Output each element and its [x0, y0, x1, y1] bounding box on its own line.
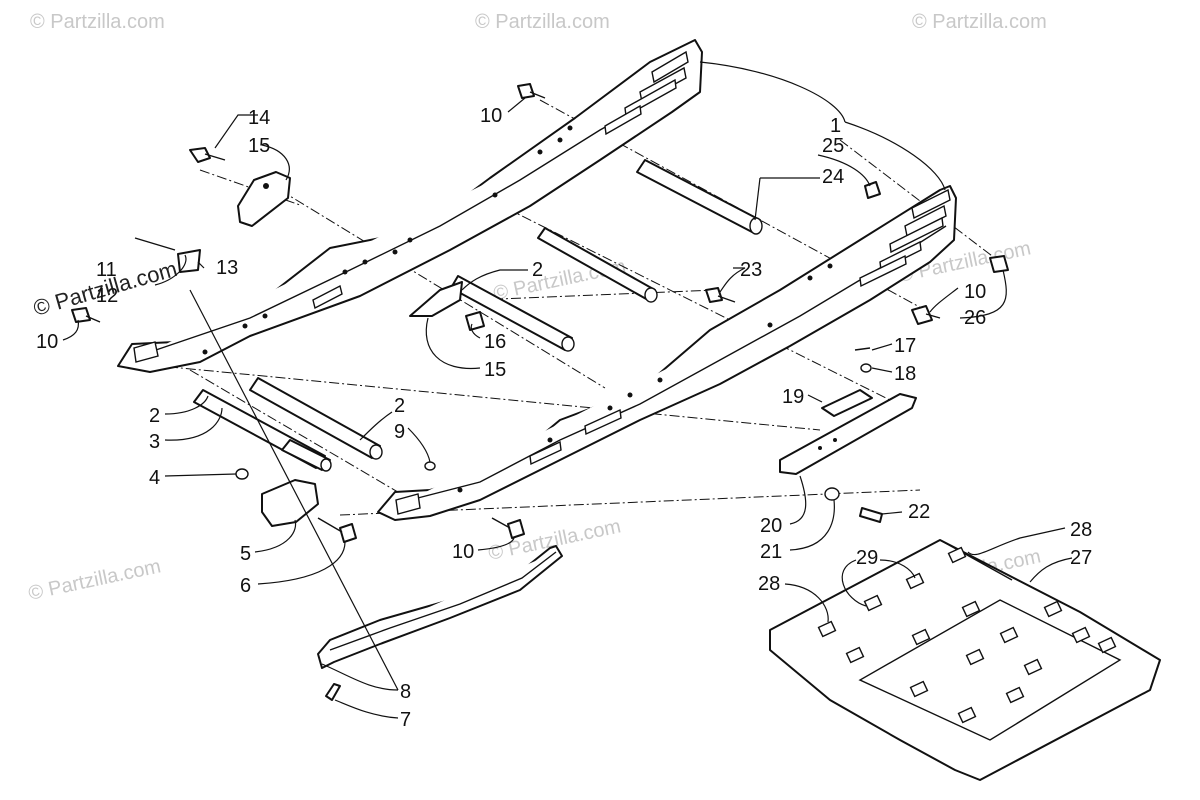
callout-14: 14 — [248, 107, 270, 129]
callout-20: 20 — [760, 515, 782, 537]
callout-2: 2 — [394, 395, 405, 417]
watermark-text: © Partzilla.com — [26, 555, 162, 605]
callout-15: 15 — [248, 135, 270, 157]
callout-25: 25 — [822, 135, 844, 157]
watermark-text: © Partzilla.com — [30, 11, 165, 33]
callout-12: 12 — [96, 285, 118, 307]
leader-lines — [62, 61, 1073, 719]
callout-2: 2 — [149, 405, 160, 427]
watermark-text: © Partzilla.com — [912, 11, 1047, 33]
callout-28: 28 — [758, 573, 780, 595]
callout-18: 18 — [894, 363, 916, 385]
right-slide-rail — [377, 185, 957, 521]
callout-10: 10 — [36, 331, 58, 353]
callout-28: 28 — [1070, 519, 1092, 541]
track — [769, 539, 1161, 781]
callout-labels: 1 25 24 10 14 15 11 12 13 10 2 23 10 26 … — [36, 105, 1092, 731]
callout-16: 16 — [484, 331, 506, 353]
callout-10: 10 — [452, 541, 474, 563]
callout-7: 7 — [400, 709, 411, 731]
callout-21: 21 — [760, 541, 782, 563]
callout-19: 19 — [782, 386, 804, 408]
callout-3: 3 — [149, 431, 160, 453]
callout-10: 10 — [480, 105, 502, 127]
callout-23: 23 — [740, 259, 762, 281]
cross-shafts — [193, 159, 763, 472]
callout-8: 8 — [400, 681, 411, 703]
callout-13: 13 — [216, 257, 238, 279]
callout-24: 24 — [822, 166, 844, 188]
callout-26: 26 — [964, 307, 986, 329]
callout-1: 1 — [830, 115, 841, 137]
rear-bracket — [779, 389, 917, 475]
callout-5: 5 — [240, 543, 251, 565]
callout-10: 10 — [964, 281, 986, 303]
left-slide-rail — [117, 39, 703, 373]
watermark-text: © Partzilla.com — [475, 11, 610, 33]
track-clips — [817, 546, 1117, 724]
callout-6: 6 — [240, 575, 251, 597]
callout-29: 29 — [856, 547, 878, 569]
callout-15: 15 — [484, 359, 506, 381]
callout-9: 9 — [394, 421, 405, 443]
callout-27: 27 — [1070, 547, 1092, 569]
callout-4: 4 — [149, 467, 160, 489]
callout-2: 2 — [532, 259, 543, 281]
brackets — [134, 171, 463, 527]
callout-17: 17 — [894, 335, 916, 357]
callout-11: 11 — [96, 259, 117, 281]
watermark-layer: © Partzilla.com © Partzilla.com © Partzi… — [26, 11, 1046, 605]
callout-22: 22 — [908, 501, 930, 523]
